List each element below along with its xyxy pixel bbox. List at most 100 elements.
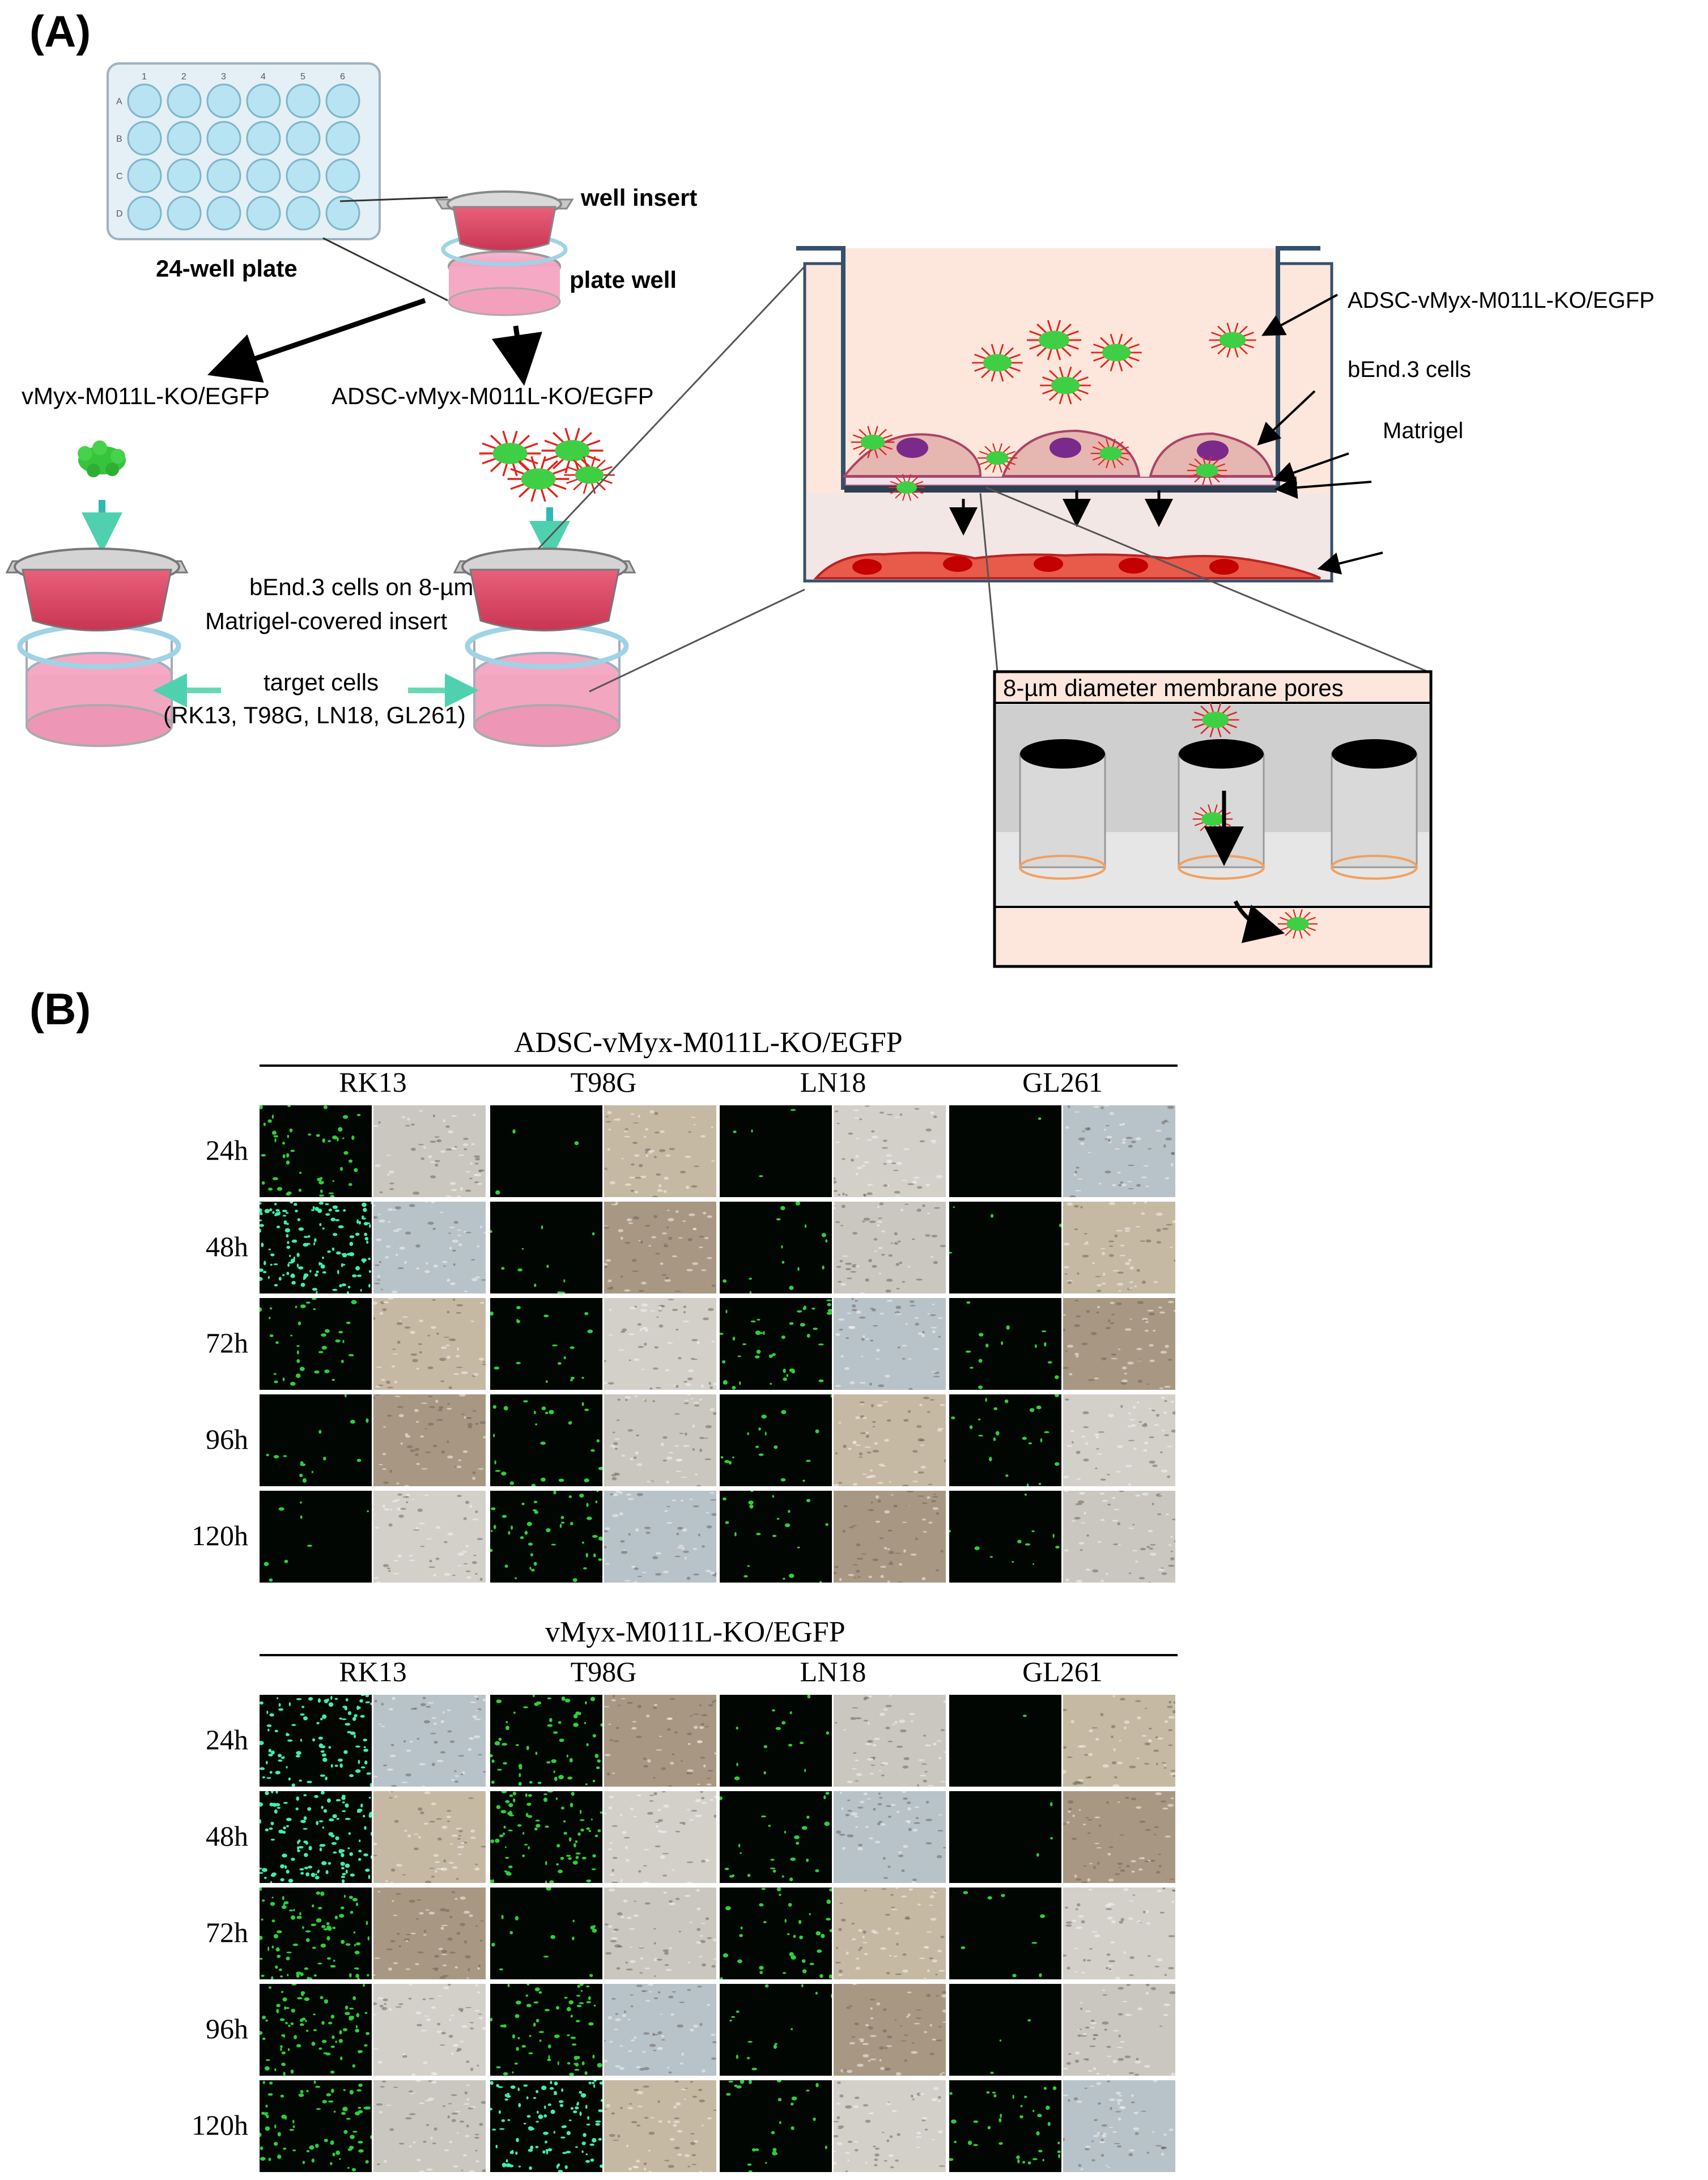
plate-well	[127, 83, 162, 118]
plate-column-label: 4	[261, 72, 266, 82]
fluorescence-image	[490, 1695, 602, 1787]
brightfield-image	[1063, 1791, 1175, 1883]
plate-column-label: 2	[181, 72, 186, 82]
transwell-schematic	[796, 246, 1383, 583]
fluorescence-image	[949, 1791, 1061, 1883]
fluorescence-image	[260, 1695, 372, 1787]
adsc-cell	[1090, 438, 1131, 469]
pores-title: 8-µm diameter membrane pores	[1003, 675, 1344, 701]
adsc-cell	[1040, 366, 1091, 405]
adsc-cell	[889, 474, 925, 501]
column-header: GL261	[1022, 1066, 1103, 1098]
adsc-cell	[479, 430, 541, 477]
small-insert	[435, 190, 574, 316]
brightfield-image	[604, 1394, 716, 1486]
brightfield-image	[373, 1105, 486, 1197]
fluorescence-image	[490, 1791, 602, 1883]
plate-well	[325, 196, 360, 231]
brightfield-image	[834, 1202, 946, 1293]
fluorescence-image	[949, 1984, 1061, 2076]
brightfield-image	[373, 1202, 486, 1293]
fluorescence-image	[260, 1105, 372, 1197]
brightfield-image	[1063, 1888, 1175, 1979]
brightfield-image	[373, 1491, 486, 1583]
row-header: 48h	[206, 1231, 248, 1262]
plate-well	[167, 196, 202, 231]
plate-well	[246, 196, 281, 231]
adsc-cell	[1091, 333, 1142, 372]
adsc-cell	[1192, 804, 1233, 834]
fluorescence-image	[260, 1491, 372, 1583]
plate-well	[167, 158, 202, 193]
fluorescence-image	[720, 1298, 832, 1390]
fluorescence-image	[949, 2080, 1061, 2172]
fluorescence-image	[490, 1491, 602, 1583]
plate-well	[127, 196, 162, 231]
column-header: LN18	[800, 1066, 866, 1098]
brightfield-image	[1063, 1298, 1175, 1390]
fluorescence-image	[720, 1105, 832, 1197]
brightfield-image	[604, 1888, 716, 1979]
fluorescence-image	[720, 1394, 832, 1486]
fluorescence-image	[949, 1491, 1061, 1583]
plate-column-label: 3	[221, 72, 226, 82]
brightfield-image	[1063, 1105, 1175, 1197]
fluorescence-image	[490, 1984, 602, 2076]
brightfield-image	[1063, 1491, 1175, 1583]
well-insert-label: well insert	[581, 184, 698, 211]
virus-cluster	[78, 440, 126, 477]
brightfield-image	[604, 1984, 716, 2076]
panel-b-label: (B)	[29, 984, 91, 1034]
plate-well	[246, 83, 281, 118]
plate-well-label: plate well	[570, 266, 677, 293]
brightfield-image	[1063, 1394, 1175, 1486]
fluorescence-image	[260, 2080, 372, 2172]
grid-title: ADSC-vMyx-M011L-KO/EGFP	[514, 1027, 903, 1059]
callout-adsc: ADSC-vMyx-M011L-KO/EGFP	[1348, 288, 1655, 313]
adsc-cell	[1192, 702, 1239, 737]
adsc-cell	[977, 443, 1018, 473]
insert-desc-line1: bEnd.3 cells on 8-µm	[249, 574, 474, 600]
fluorescence-image	[720, 1791, 832, 1883]
fluorescence-image	[260, 1298, 372, 1390]
panel-a-label: (A)	[29, 6, 91, 56]
brightfield-image	[1063, 1695, 1175, 1787]
transwell-left	[5, 548, 189, 747]
fluorescence-image	[490, 1394, 602, 1486]
target-cells-line2: (RK13, T98G, LN18, GL261)	[163, 702, 466, 728]
row-header: 96h	[206, 2013, 248, 2045]
brightfield-image	[1063, 2080, 1175, 2172]
callout-bend3: bEnd.3 cells	[1348, 357, 1471, 382]
adsc-cell	[851, 426, 895, 459]
fluorescence-image	[490, 1105, 602, 1197]
plate-well	[286, 196, 321, 231]
pores-inset	[993, 670, 1433, 968]
brightfield-image	[604, 1791, 716, 1883]
fluorescence-image	[490, 1202, 602, 1293]
adsc-cell	[507, 456, 570, 502]
fluorescence-image	[949, 1394, 1061, 1486]
plate-column-label: 5	[300, 72, 305, 82]
row-header: 120h	[192, 2109, 248, 2141]
fluorescence-image	[720, 1695, 832, 1787]
fluorescence-image	[949, 1888, 1061, 1979]
grid-rule	[260, 1064, 1178, 1067]
column-header: T98G	[570, 1066, 637, 1098]
brightfield-image	[1063, 1984, 1175, 2076]
plate-well	[286, 121, 321, 156]
plate-well	[325, 121, 360, 156]
fluorescence-image	[260, 1791, 372, 1883]
fluorescence-image	[260, 1888, 372, 1979]
brightfield-image	[373, 1695, 486, 1787]
adsc-cell	[1027, 320, 1081, 360]
plate-row-label: A	[116, 97, 122, 107]
fluorescence-image	[949, 1695, 1061, 1787]
adsc-cell	[564, 456, 615, 494]
brightfield-image	[373, 1394, 486, 1486]
left-condition-label: vMyx-M011L-KO/EGFP	[22, 383, 270, 409]
brightfield-image	[834, 1491, 946, 1583]
brightfield-image	[373, 1888, 486, 1979]
plate-row-label: C	[116, 172, 123, 181]
